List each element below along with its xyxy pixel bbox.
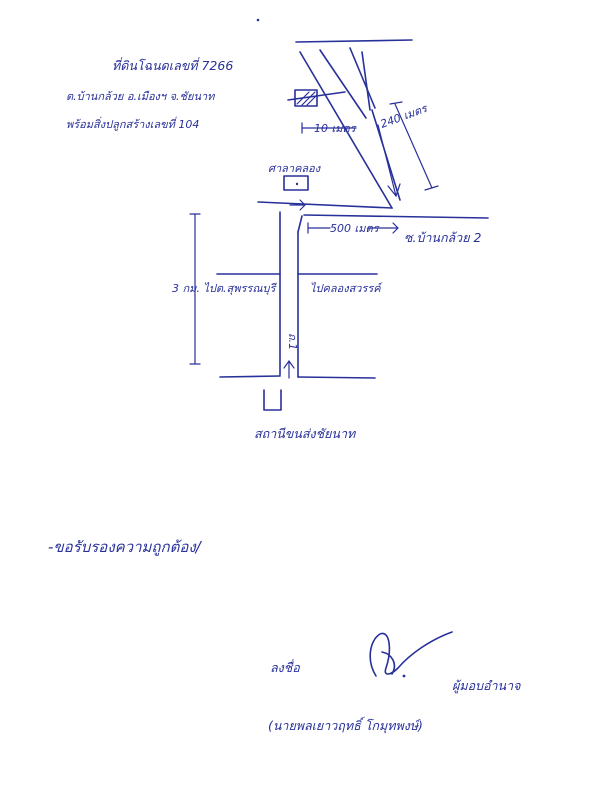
vertical-road-arrow — [283, 359, 295, 379]
road-arrow-shaft — [377, 124, 397, 197]
dist-500-right — [367, 222, 399, 234]
main-road-top — [257, 201, 393, 209]
main-road-bottom — [303, 214, 489, 219]
road-vertical-label: ถ.1 — [286, 333, 299, 350]
soi-label: ซ.บ้านกล้วย 2 — [404, 230, 482, 245]
vertical-road-join — [297, 215, 303, 233]
diagonal-road-left-edge — [299, 51, 393, 209]
dist-10-line — [301, 122, 357, 134]
property-box — [294, 89, 318, 107]
signature-loop — [381, 651, 396, 675]
road-3km-label: 3 กม. ไปต.สุพรรณบุรี — [172, 282, 278, 295]
signature-dot — [402, 674, 406, 678]
signature-stroke — [369, 631, 453, 677]
certification-text: -ขอรับรองความถูกต้อง/ — [48, 538, 203, 556]
station-box — [263, 389, 282, 411]
ink-dot — [256, 18, 260, 22]
dist-3km-line — [189, 213, 201, 365]
diagonal-road-inner-left — [319, 49, 367, 119]
road-arrowhead — [387, 183, 401, 198]
road-right-label: ไปคลองสวรรค์ — [310, 282, 384, 295]
vertical-road — [279, 211, 303, 379]
diagonal-road-spine — [361, 51, 371, 111]
land-location: ต.บ้านกล้วย อ.เมืองฯ จ.ชัยนาท — [66, 90, 215, 103]
property-hatch — [296, 91, 317, 106]
main-road-arrow — [289, 199, 306, 211]
dist-10-label: 10 เมตร — [314, 122, 358, 135]
pavilion-label: ศาลาคลอง — [268, 162, 322, 175]
dist-240-guide — [394, 103, 433, 189]
signature-name: (นายพลเยาวฤทธิ์ โกมุทพงษ์) — [268, 716, 423, 734]
top-road-line — [295, 39, 413, 43]
signature-role: ผู้มอบอำนาจ — [452, 678, 521, 694]
dist-500-label: 500 เมตร — [330, 222, 381, 235]
land-building: พร้อมสิ่งปลูกสร้างเลขที่ 104 — [66, 116, 199, 131]
bottom-road-left — [219, 375, 281, 378]
dist-240-tick-top — [389, 101, 403, 105]
pavilion-box — [283, 175, 309, 191]
sign-label: ลงชื่อ — [270, 659, 300, 675]
pavilion-dot — [295, 182, 299, 186]
diagonal-roads — [287, 39, 439, 209]
land-header: ที่ดินโฉนดเลขที่ 7266 — [112, 57, 233, 73]
dist-500-left — [307, 222, 331, 234]
station-label: สถานีขนส่งชัยนาท — [254, 426, 357, 441]
bottom-road-right — [297, 376, 376, 379]
dist-240-tick-bottom — [424, 185, 439, 191]
property-marker — [294, 89, 318, 107]
main-horizontal-road — [257, 199, 489, 234]
diagonal-road-inner-right — [349, 47, 376, 109]
signature-scribble — [369, 631, 453, 678]
